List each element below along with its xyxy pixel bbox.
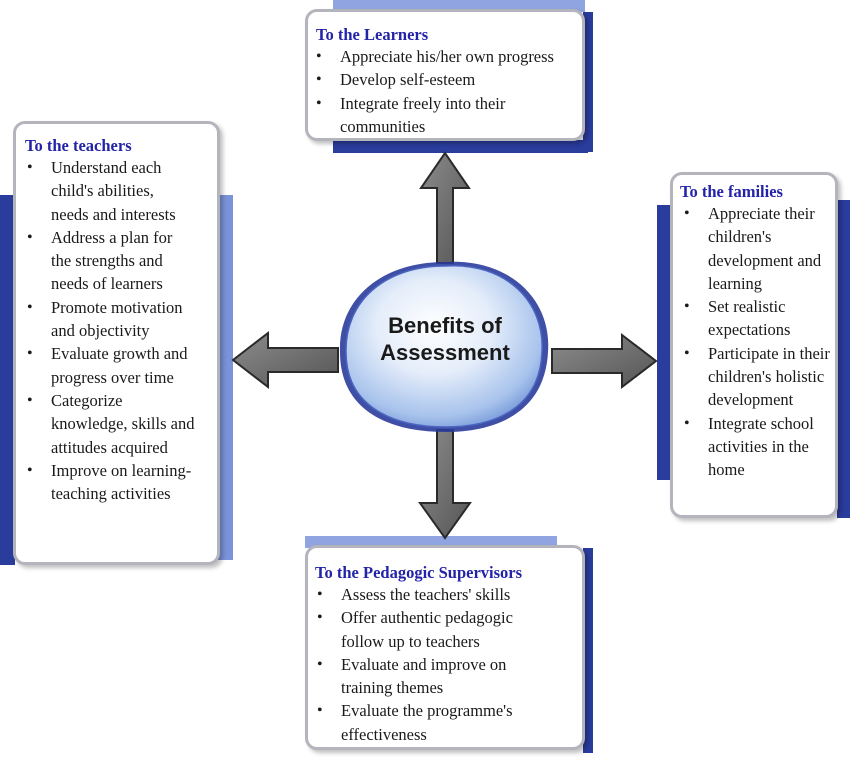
list-item: Improve on learning-teaching activities xyxy=(27,459,213,506)
list-item: Address a plan for the strengths and nee… xyxy=(27,226,191,296)
list-item: Appreciate his/her own progress xyxy=(316,45,572,69)
list-item: Evaluate growth and progress over time xyxy=(27,342,211,389)
arrow-up xyxy=(419,151,471,264)
list-item: Categorize knowledge, skills and attitud… xyxy=(27,389,201,459)
accent-bar-learners-bottom xyxy=(333,140,588,153)
list-item: Evaluate the programme's effectiveness xyxy=(317,699,551,746)
center-title-line1: Benefits of xyxy=(388,313,502,338)
list-item: Integrate freely into their communities xyxy=(316,92,550,139)
supervisors-title: To the Pedagogic Supervisors xyxy=(315,563,523,582)
list-item: Evaluate and improve on training themes xyxy=(317,653,536,700)
arrow-down xyxy=(418,429,472,540)
teachers-title: To the teachers xyxy=(25,136,132,155)
center-title: Benefits of Assessment xyxy=(355,312,535,366)
accent-bar-teachers-left xyxy=(0,195,15,565)
teachers-box: To the teachers Understand each child's … xyxy=(13,121,220,565)
learners-box: To the Learners Appreciate his/her own p… xyxy=(305,9,585,141)
families-box: To the families Appreciate their childre… xyxy=(670,172,838,518)
list-item: Set realistic expectations xyxy=(684,295,808,342)
arrow-left xyxy=(231,330,339,390)
families-list: Appreciate their children's development … xyxy=(680,202,831,482)
accent-bar-families-left xyxy=(657,205,672,480)
accent-bar-teachers-right xyxy=(218,195,233,560)
learners-title: To the Learners xyxy=(316,25,429,44)
list-item: Understand each child's abilities, needs… xyxy=(27,156,191,226)
arrow-right xyxy=(551,332,658,390)
accent-bar-learners-right xyxy=(583,12,593,152)
families-title: To the families xyxy=(680,182,783,201)
list-item: Promote motivation and objectivity xyxy=(27,296,201,343)
supervisors-list: Assess the teachers' skills Offer authen… xyxy=(315,583,574,746)
accent-bar-supervisors-right xyxy=(583,548,593,753)
list-item: Offer authentic pedagogic follow up to t… xyxy=(317,606,546,653)
learners-list: Appreciate his/her own progress Develop … xyxy=(316,45,572,138)
list-item: Integrate school activities in the home xyxy=(684,412,830,482)
list-item: Appreciate their children's development … xyxy=(684,202,834,295)
supervisors-box: To the Pedagogic Supervisors Assess the … xyxy=(305,545,585,750)
list-item: Develop self-esteem xyxy=(316,68,572,92)
teachers-list: Understand each child's abilities, needs… xyxy=(25,156,209,505)
center-title-line2: Assessment xyxy=(380,340,510,365)
list-item: Assess the teachers' skills xyxy=(317,583,574,607)
list-item: Participate in their children's holistic… xyxy=(684,342,830,412)
accent-bar-families-right xyxy=(837,200,850,518)
